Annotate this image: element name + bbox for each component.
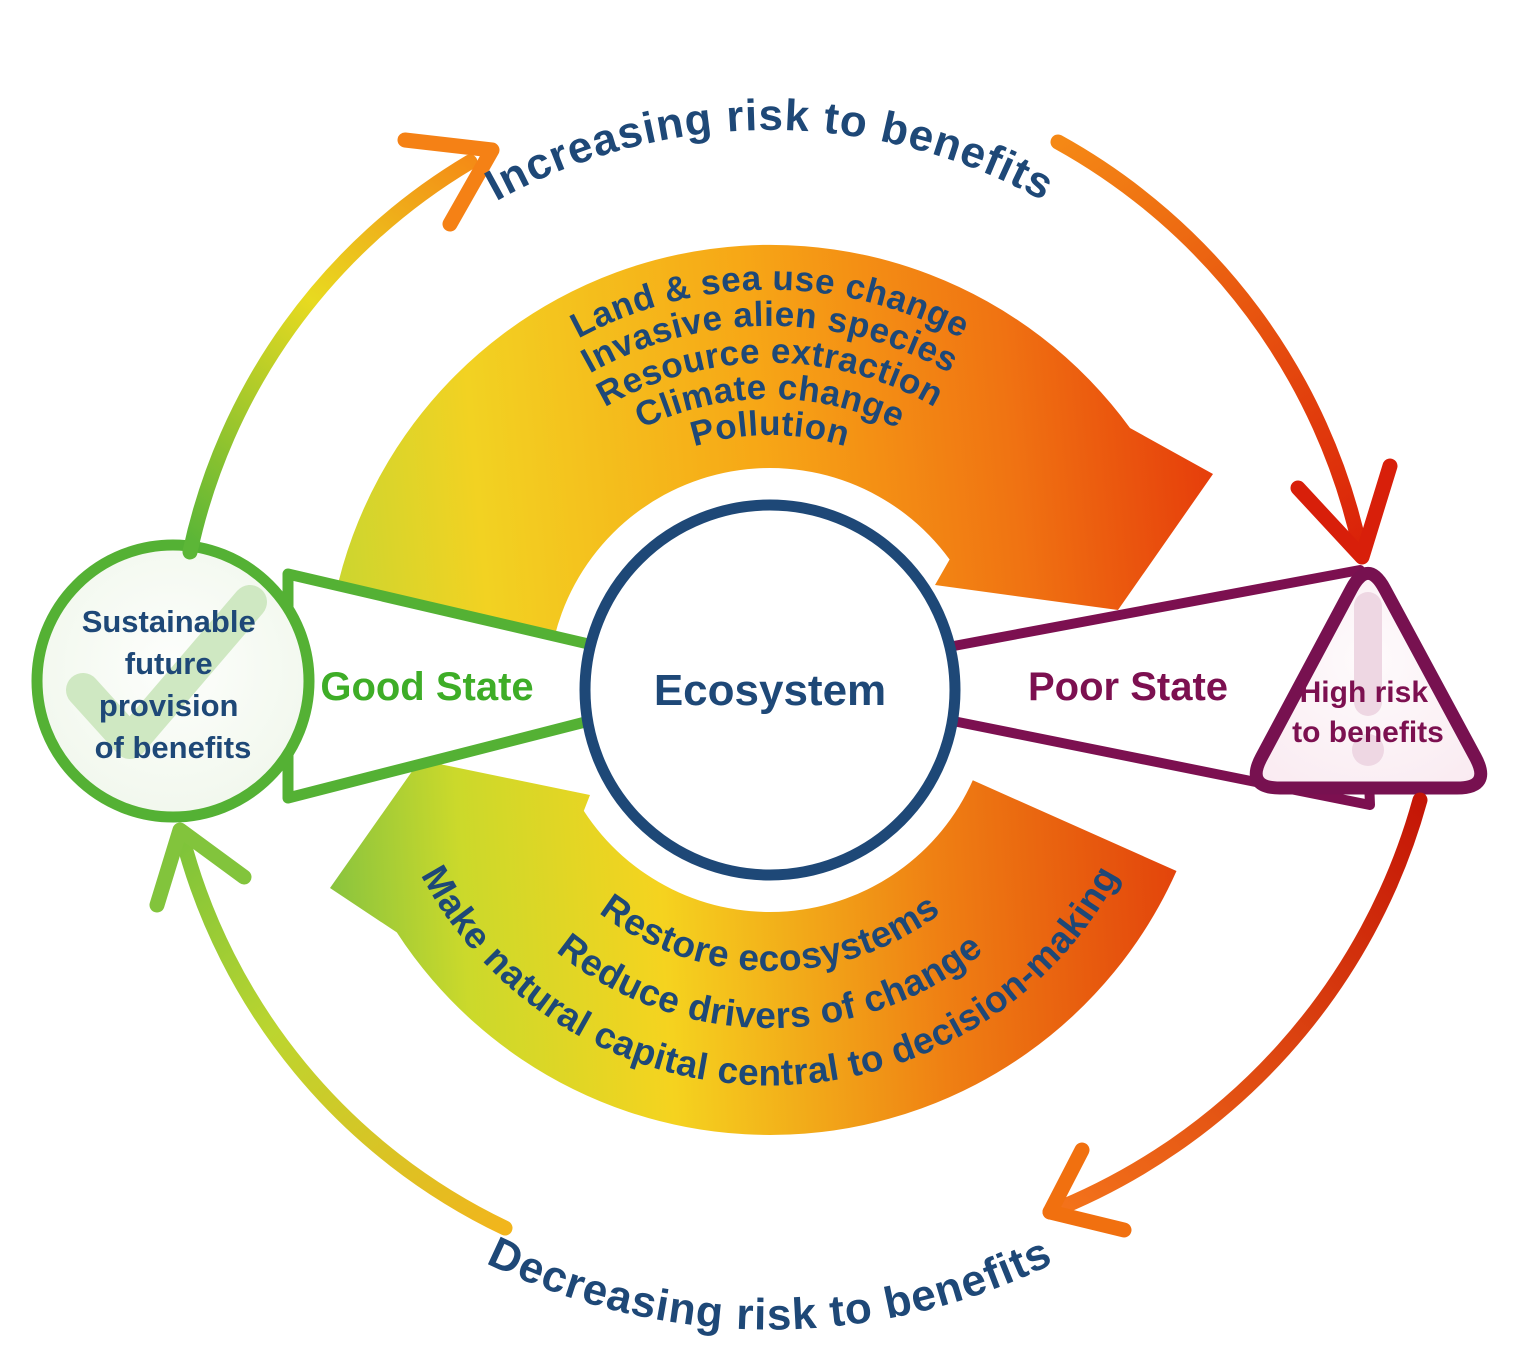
ecosystem-circle <box>579 499 961 881</box>
outer-arc-bottom-right <box>1042 792 1428 1220</box>
arrowhead-top-right-icon <box>1290 458 1398 565</box>
outer-arc-bottom-left <box>174 828 513 1236</box>
sustainable-line: of benefits <box>95 730 252 765</box>
sustainable-benefits-label: Sustainable future provision of benefits <box>82 604 265 765</box>
sustainable-line: provision <box>99 688 239 723</box>
high-risk-badge <box>1249 567 1488 795</box>
arrowhead-top-left-icon <box>397 132 500 232</box>
responses-band-arrow <box>330 760 1177 1135</box>
svg-text:Increasing risk to benefits: Increasing risk to benefits <box>477 91 1062 210</box>
svg-text:Decreasing risk to benefits: Decreasing risk to benefits <box>481 1228 1059 1340</box>
outer-cycle-arcs <box>149 132 1428 1238</box>
high-risk-line: High risk <box>1300 676 1429 709</box>
poor-state-label: Poor State <box>1028 665 1228 709</box>
high-risk-line: to benefits <box>1292 716 1444 749</box>
decreasing-risk-label: Decreasing risk to benefits <box>481 1228 1058 1340</box>
arrowhead-bottom-left-icon <box>149 822 252 913</box>
check-mark-icon <box>66 585 267 759</box>
outer-arc-top-right <box>1050 134 1368 556</box>
sustainable-line: future <box>125 646 213 681</box>
pressures-band-arrow <box>335 244 1213 644</box>
outer-arc-top-left <box>182 154 478 560</box>
sustainable-benefits-badge <box>31 539 315 823</box>
increasing-risk-label: Increasing risk to benefits <box>477 91 1061 210</box>
high-risk-label: High risk to benefits <box>1292 676 1444 749</box>
sustainable-line: Sustainable <box>82 604 256 639</box>
ecosystem-label: Ecosystem <box>654 666 886 715</box>
exclamation-icon <box>1352 592 1384 766</box>
good-state-label: Good State <box>320 665 533 709</box>
arrowhead-bottom-right-icon <box>1042 1142 1132 1238</box>
